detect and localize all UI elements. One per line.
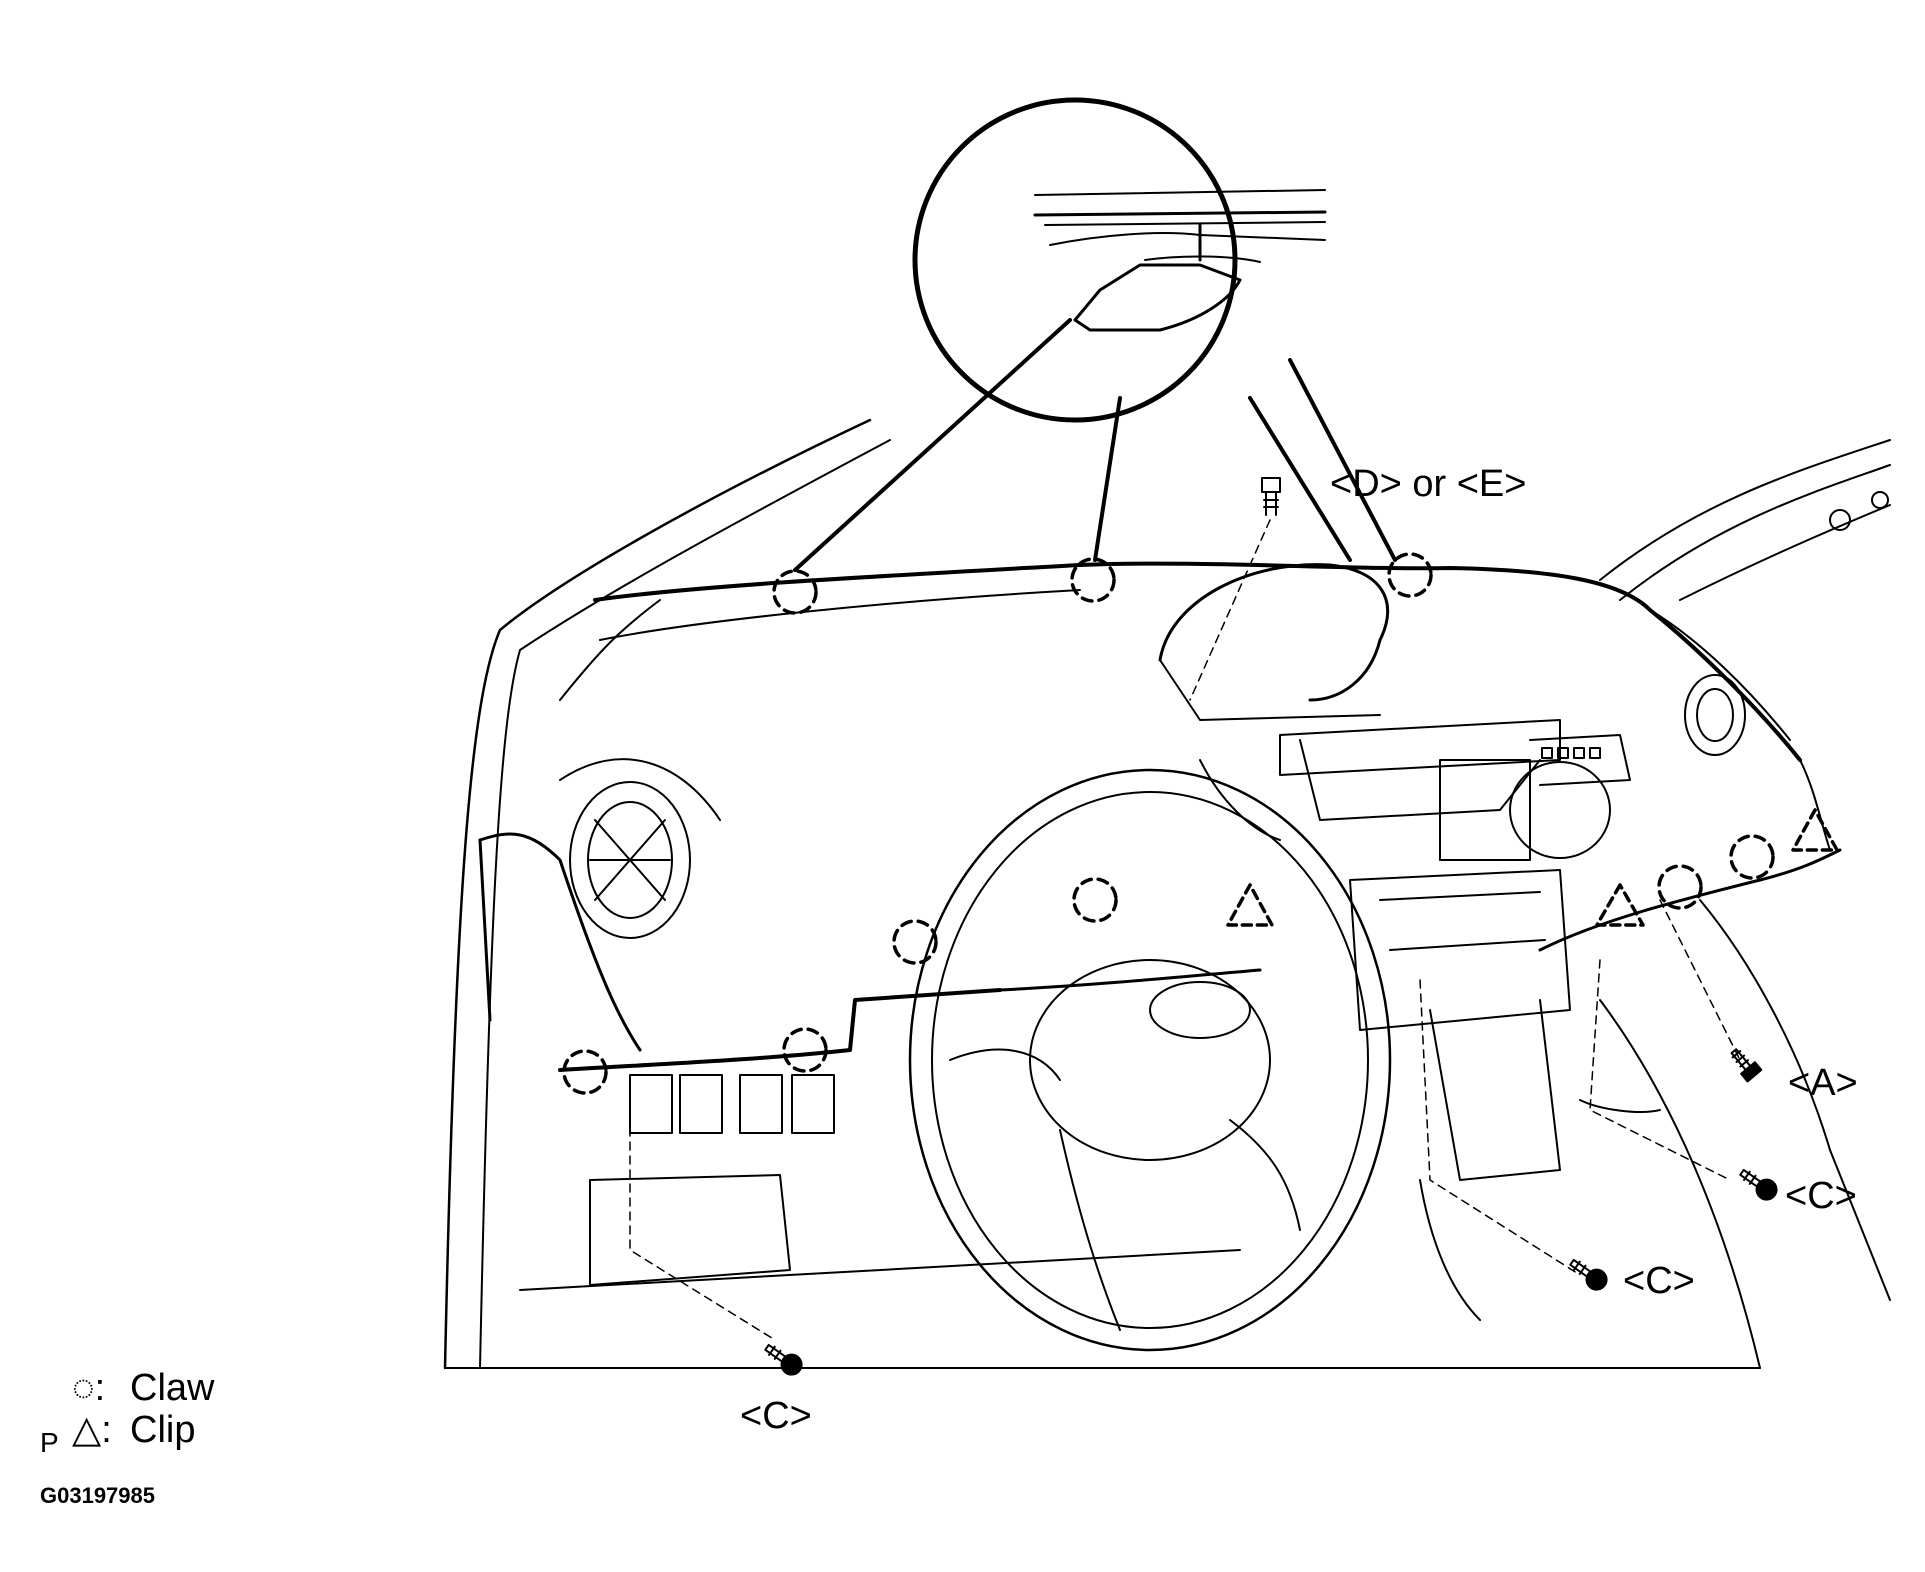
a-pillar-outline bbox=[443, 418, 891, 1370]
callout-c-left: <C> bbox=[740, 1395, 812, 1437]
clip-marker bbox=[1595, 883, 1645, 927]
right-side-structure bbox=[1579, 439, 1891, 1369]
clip-marker bbox=[1791, 808, 1839, 852]
claw-marker bbox=[1070, 557, 1116, 603]
screw-c-left bbox=[764, 1343, 803, 1376]
claw-marker bbox=[892, 919, 938, 965]
claw-marker bbox=[772, 569, 818, 615]
switch-panel bbox=[519, 1074, 1241, 1291]
legend-clip-symbol: △: bbox=[72, 1409, 112, 1451]
claw-marker bbox=[1072, 877, 1118, 923]
callout-c-mid: <C> bbox=[1623, 1260, 1695, 1302]
callout-c-right: <C> bbox=[1785, 1175, 1857, 1217]
figure-code: G03197985 bbox=[40, 1483, 155, 1508]
screw-c-right bbox=[1739, 1168, 1778, 1201]
bolt-d-e bbox=[1261, 477, 1281, 516]
clip-markers bbox=[1226, 808, 1839, 927]
claw-marker bbox=[782, 1027, 828, 1073]
claw-marker bbox=[1387, 552, 1433, 598]
legend-claw-label: Claw bbox=[130, 1367, 215, 1409]
legend-clip-label: Clip bbox=[130, 1409, 195, 1451]
callout-a: <A> bbox=[1788, 1062, 1858, 1104]
clip-marker bbox=[1226, 883, 1274, 927]
legend-claw-symbol: ◌: bbox=[72, 1367, 105, 1409]
steering-wheel bbox=[908, 768, 1392, 1352]
detail-magnifier bbox=[793, 97, 1397, 572]
fastener-leaders bbox=[629, 519, 1741, 1341]
screw-a bbox=[1730, 1048, 1763, 1083]
claw-marker bbox=[1729, 834, 1775, 880]
dashboard-outline bbox=[478, 561, 1842, 1072]
claw-marker bbox=[1657, 864, 1703, 910]
callout-d-or-e: <D> or <E> bbox=[1330, 463, 1526, 505]
screw-c-mid bbox=[1569, 1258, 1608, 1291]
claw-marker bbox=[562, 1049, 608, 1095]
claw-markers bbox=[562, 552, 1775, 1095]
center-cluster bbox=[1158, 563, 1631, 1321]
legend-prefix: P bbox=[40, 1427, 59, 1458]
left-air-vent bbox=[559, 758, 721, 939]
